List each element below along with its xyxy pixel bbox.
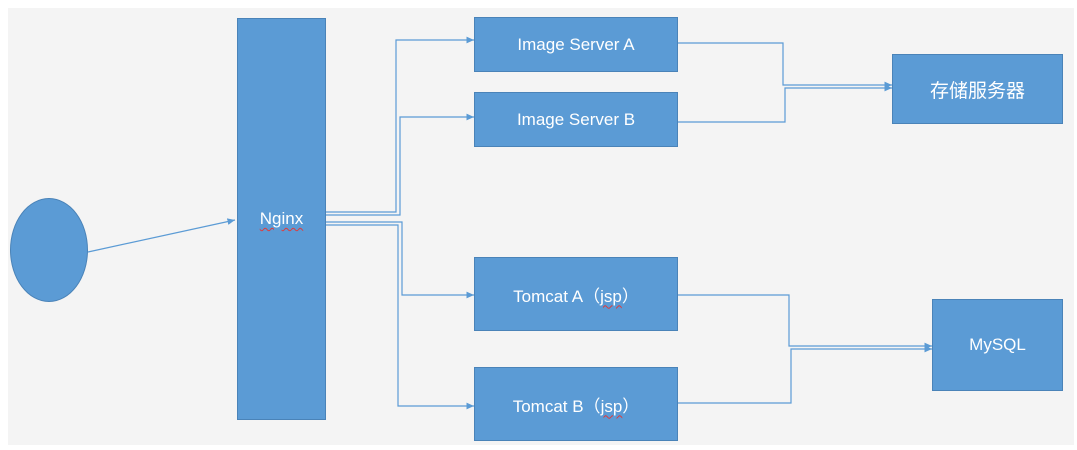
connector-client-to-nginx [87,218,236,253]
tomcat-b-name: Tomcat B（ [512,396,601,416]
nginx-label: Nginx [259,209,304,228]
tomcat-b-node: Tomcat B（jsp） [474,367,678,441]
client-node [10,198,88,302]
tomcat-a-node: Tomcat A（jsp） [474,257,678,331]
connector-image-server-b-to-storage [678,84,892,123]
storage-server-node: 存储服务器 [892,54,1063,124]
connector-image-server-a-to-storage [678,42,892,89]
image-server-b-label: Image Server B [516,109,636,129]
connector-nginx-to-image-server-a [325,36,474,213]
tomcat-a-jsp: jsp [600,286,622,306]
connector-tomcat-a-to-mysql [678,294,932,350]
tomcat-a-close: ） [621,286,639,306]
tomcat-a-name: Tomcat A（ [513,286,601,306]
image-server-a-node: Image Server A [474,17,678,72]
storage-server-label: 存储服务器 [929,80,1025,102]
tomcat-b-close: ） [622,396,640,416]
tomcat-a-label: Tomcat A（jsp） [513,282,639,307]
tomcat-b-label: Tomcat B（jsp） [513,392,640,417]
connector-nginx-to-tomcat-a [325,221,474,299]
image-server-b-node: Image Server B [474,92,678,147]
connector-tomcat-b-to-mysql [678,345,932,404]
nginx-node: Nginx [237,18,326,420]
mysql-node: MySQL [932,299,1063,391]
tomcat-b-jsp: jsp [600,396,623,416]
connector-nginx-to-tomcat-b [325,224,474,410]
image-server-a-label: Image Server A [517,34,635,54]
connector-nginx-to-image-server-b [325,113,474,216]
mysql-label: MySQL [969,335,1026,354]
